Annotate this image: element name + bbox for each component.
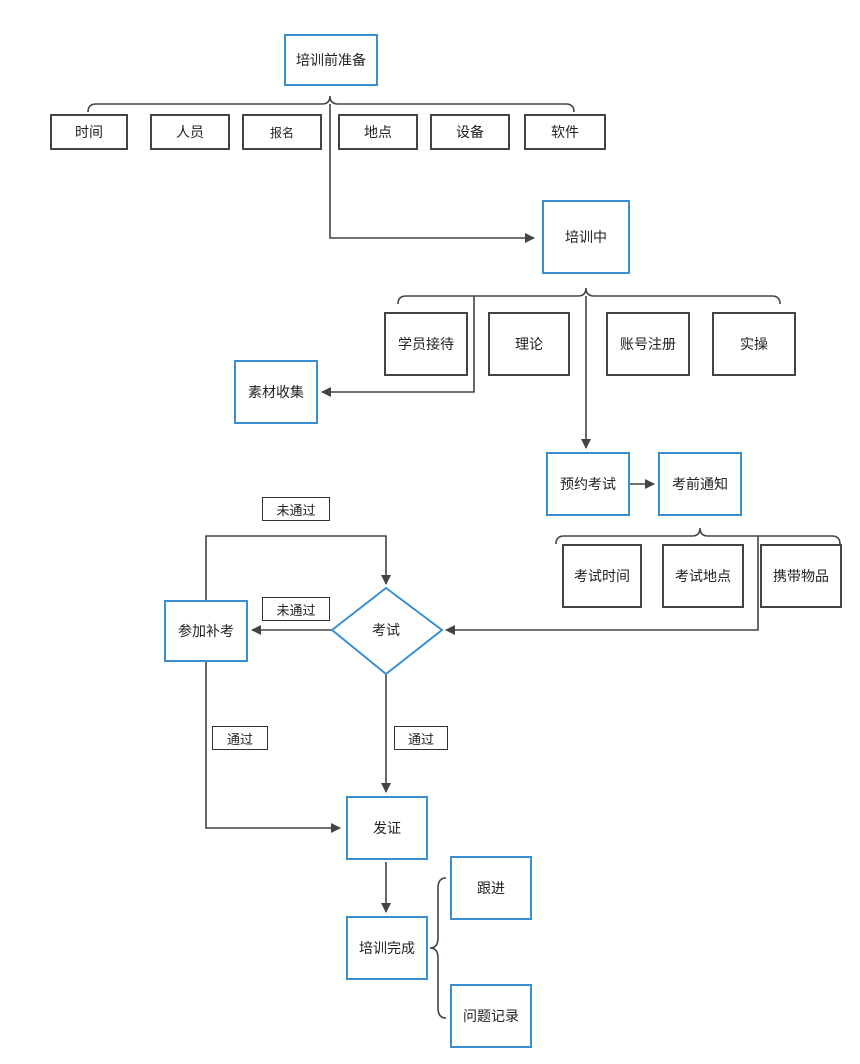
edge-label-fail-top: 未通过 [262,497,330,521]
prep-item-registration: 报名 [242,114,322,150]
exam-diamond [330,586,444,676]
makeup-to-certify-line [205,662,341,833]
makeup-loop-line [205,535,391,600]
edge-label-pass-center: 通过 [394,726,448,750]
prep-item-software: 软件 [524,114,606,150]
certify-node: 发证 [346,796,428,860]
notice-brace [555,527,841,545]
edge-label-fail-left: 未通过 [262,597,330,621]
prep-to-during-line [329,104,535,243]
prep-brace [87,95,575,113]
notice-item-belongings: 携带物品 [760,544,842,608]
during-node: 培训中 [542,200,630,274]
prep-node: 培训前准备 [284,34,378,86]
follow-up-node: 跟进 [450,856,532,920]
during-item-theory: 理论 [488,312,570,376]
prep-item-equipment: 设备 [430,114,510,150]
training-complete-node: 培训完成 [346,916,428,980]
book-exam-node: 预约考试 [546,452,630,516]
exam-notice-node: 考前通知 [658,452,742,516]
notice-item-time: 考试时间 [562,544,642,608]
edge-label-pass-left: 通过 [212,726,268,750]
prep-item-staff: 人员 [150,114,230,150]
during-brace [397,287,781,305]
items-to-exam-line [445,536,759,635]
makeup-exam-node: 参加补考 [164,600,248,662]
complete-brace [429,877,447,1019]
prep-item-time: 时间 [50,114,128,150]
notice-item-location: 考试地点 [662,544,744,608]
during-item-reception: 学员接待 [384,312,468,376]
reception-to-material-line [321,296,475,397]
issue-log-node: 问题记录 [450,984,532,1048]
during-item-practice: 实操 [712,312,796,376]
during-item-account: 账号注册 [606,312,690,376]
prep-item-location: 地点 [338,114,418,150]
material-node: 素材收集 [234,360,318,424]
exam-label: 考试 [372,623,400,639]
